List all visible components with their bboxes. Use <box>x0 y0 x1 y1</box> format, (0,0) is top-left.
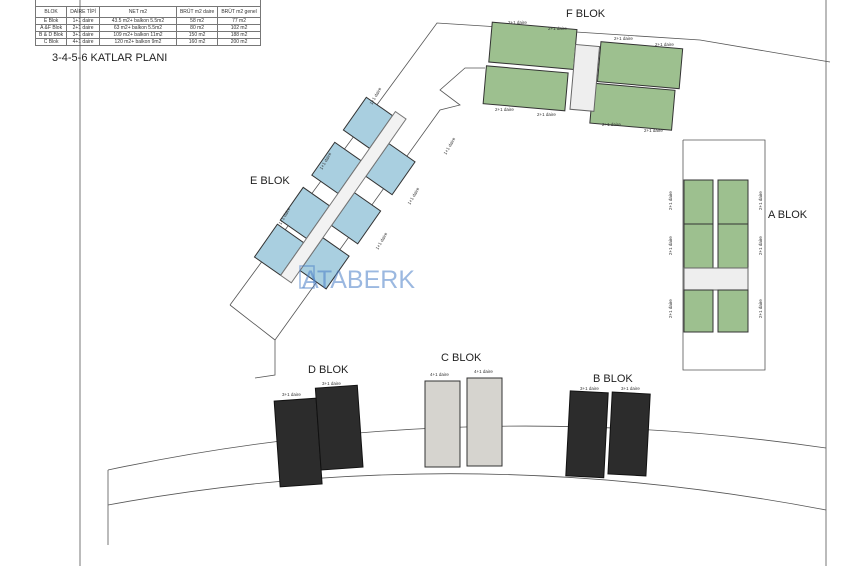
apartment-unit <box>683 223 714 269</box>
unit-label: 2+1 daire <box>495 107 514 112</box>
unit-label: 1+1 daire <box>369 86 383 105</box>
apartment-unit <box>565 390 609 479</box>
apartment-unit <box>314 384 364 471</box>
c-block-label: C BLOK <box>441 352 482 364</box>
apartment-unit <box>683 179 714 225</box>
e-block <box>253 96 416 290</box>
apartment-unit <box>717 179 749 225</box>
f-block-label: F BLOK <box>566 8 606 20</box>
table-cell: 200 m2 <box>217 38 261 46</box>
unit-label: 3+1 daire <box>322 381 341 386</box>
unit-label: 2+1 daire <box>508 20 527 25</box>
watermark-text: ATABERK <box>302 266 415 294</box>
apartment-unit <box>607 391 651 477</box>
c-block <box>424 377 503 468</box>
unit-label: 1+1 daire <box>407 186 421 205</box>
page-title: 3-4-5-6 KATLAR PLANI <box>52 52 168 64</box>
unit-area-table: BLOK DAİRE TİPİ NET m2 BRÜT m2 daire BRÜ… <box>34 0 261 46</box>
unit-label: 2+1 daire <box>668 299 673 318</box>
unit-label: 2+1 daire <box>668 191 673 210</box>
table-cell: C Blok <box>34 38 68 46</box>
apartment-unit <box>717 223 749 269</box>
unit-label: 3+1 daire <box>621 386 640 391</box>
unit-label: 2+1 daire <box>548 26 567 31</box>
d-block-label: D BLOK <box>308 364 349 376</box>
e-block-label: E BLOK <box>250 175 290 187</box>
b-block-label: B BLOK <box>593 373 633 385</box>
unit-label: 3+1 daire <box>580 386 599 391</box>
apartment-unit <box>683 289 714 333</box>
unit-label: 2+1 daire <box>758 191 763 210</box>
apartment-unit <box>717 289 749 333</box>
apartment-unit <box>482 65 569 112</box>
unit-label: 1+1 daire <box>443 136 457 155</box>
unit-label: 2+1 daire <box>602 122 621 127</box>
unit-label: 2+1 daire <box>644 128 663 133</box>
f-block <box>482 21 684 131</box>
a-block <box>683 179 749 333</box>
unit-label: 2+1 daire <box>614 36 633 41</box>
unit-label: 4+1 daire <box>474 369 493 374</box>
unit-label: 2+1 daire <box>668 236 673 255</box>
table-header-row: BLOK DAİRE TİPİ NET m2 BRÜT m2 daire BRÜ… <box>34 6 261 18</box>
apartment-unit <box>466 377 503 467</box>
unit-label: 1+1 daire <box>375 231 389 250</box>
unit-label: 2+1 daire <box>758 299 763 318</box>
apartment-unit <box>424 380 461 468</box>
unit-label: 2+1 daire <box>655 42 674 47</box>
ataberk-watermark: ATABERK <box>299 265 415 294</box>
apartment-unit <box>273 397 323 488</box>
unit-label: 3+1 daire <box>282 392 301 397</box>
b-block <box>565 390 651 479</box>
unit-label: 2+1 daire <box>758 236 763 255</box>
unit-label: 4+1 daire <box>430 372 449 377</box>
apartment-unit <box>596 41 684 90</box>
unit-label: 2+1 daire <box>537 112 556 117</box>
d-block <box>273 384 364 488</box>
a-block-label: A BLOK <box>768 209 808 221</box>
